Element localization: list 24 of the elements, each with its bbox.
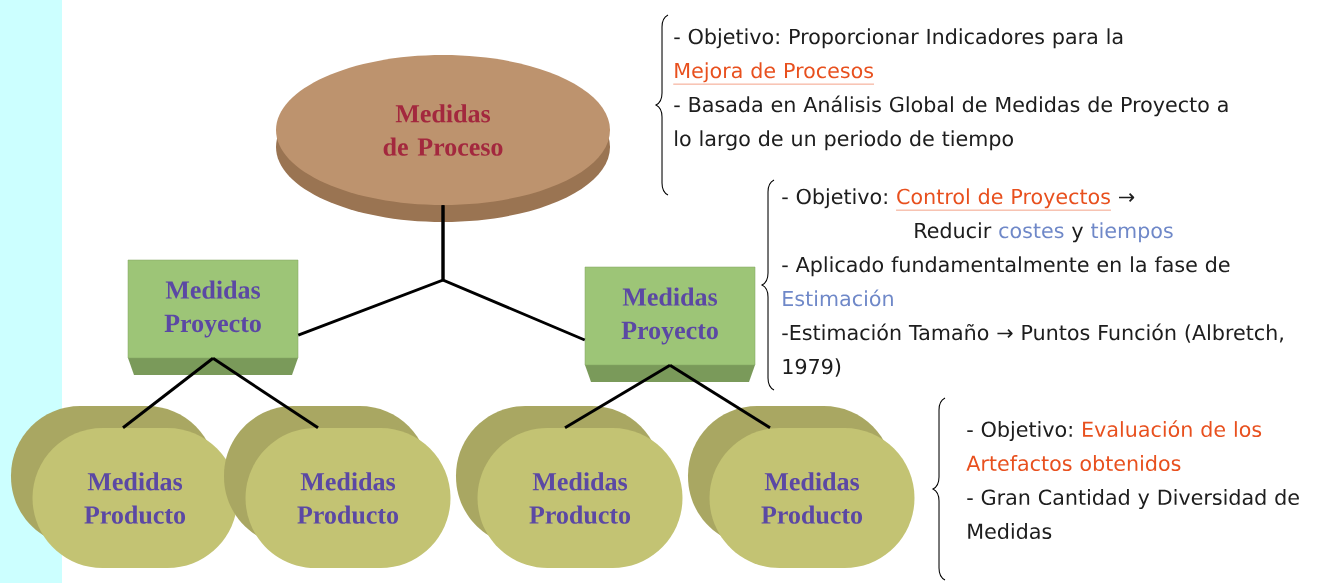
label: tiempos: [1091, 222, 1173, 243]
label: - Objetivo:: [782, 188, 887, 209]
connector-line: [669, 364, 771, 429]
label: Control de Proyectos: [897, 188, 1110, 209]
connector-line: [564, 364, 671, 429]
label: Reducir: [915, 222, 992, 239]
label: Estimación: [783, 289, 893, 307]
label: y: [1071, 226, 1083, 243]
annotation-text: - Objetivo: Control de Proyectos → Reducir costes y tiempos - Aplicado fundamentalmente en la fase de Estimación -Estimación Tamaño → Puntos Función (Albretch, 1979): [782, 188, 1283, 377]
annotation-text: - Objetivo: Evaluación de los Artefactos obtenidos - Gran Cantidad y Diversidad de Medidas: [966, 420, 1299, 540]
label: -Estimación Tamaño → Puntos Función (Albretch, 1979): [782, 323, 1283, 377]
connector-line: [212, 357, 319, 429]
connector-line: [441, 205, 586, 342]
product-cylinder: Medidas Producto: [224, 406, 451, 568]
product-cylinder: Medidas Producto: [11, 406, 238, 568]
project-box: Medidas Proyecto: [584, 266, 756, 382]
project-box: Medidas Proyecto: [127, 259, 299, 375]
product-cylinder: Medidas Producto: [688, 406, 915, 568]
label: - Aplicado fundamentalmente en la fase de: [782, 256, 1230, 277]
label: →: [1119, 193, 1135, 202]
product-cylinder: Medidas Producto: [456, 406, 683, 568]
annotation-text: - Objetivo: Proporcionar Indicadores para la Mejora de Procesos - Basada en Análisis Global de Medidas de Proyecto a lo largo de un periodo de tiempo: [673, 28, 1228, 151]
label: costes: [999, 223, 1064, 239]
connector-line: [122, 357, 214, 429]
